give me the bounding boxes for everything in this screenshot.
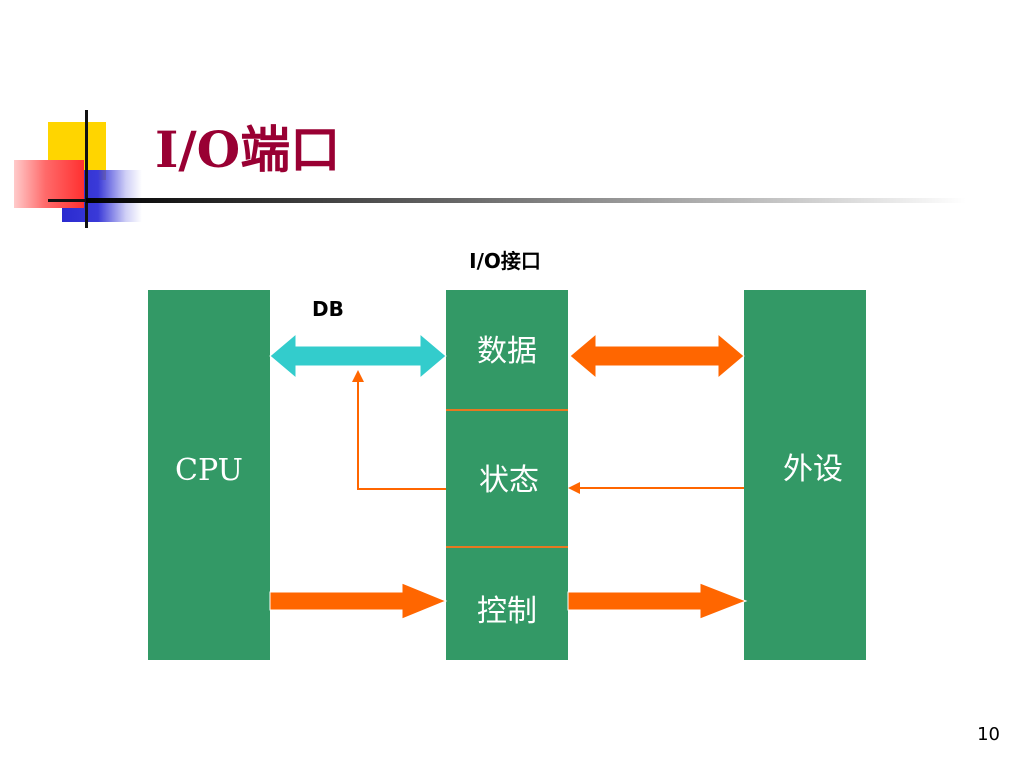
cpu-block [148, 290, 270, 660]
status-to-bus-arrowhead [352, 370, 364, 382]
title-underline-rule [86, 198, 966, 203]
peripheral-device-label: 外设 [783, 452, 843, 487]
control-register-label: 控制 [477, 594, 537, 629]
status-to-bus-line [357, 380, 446, 490]
peripheral-device-block [744, 290, 866, 660]
register-separator-status-control [446, 546, 568, 548]
register-separator-data-status [446, 409, 568, 411]
data-register-label: 数据 [477, 334, 537, 369]
logo-vertical-line [85, 110, 88, 228]
cpu-label: CPU [175, 453, 243, 488]
io-interface-block [446, 290, 568, 660]
slide-title: I/O端口 [155, 120, 341, 179]
logo-horizontal-line [48, 199, 88, 202]
data-bus-label: DB [312, 297, 344, 321]
data-double-arrow [569, 332, 745, 380]
data-bus-double-arrow [269, 332, 447, 380]
control-to-device-arrow [567, 582, 748, 620]
page-number: 10 [977, 724, 1000, 745]
cpu-to-control-arrow [269, 582, 448, 620]
io-interface-caption: I/O接口 [469, 249, 541, 273]
status-register-label: 状态 [479, 463, 539, 498]
